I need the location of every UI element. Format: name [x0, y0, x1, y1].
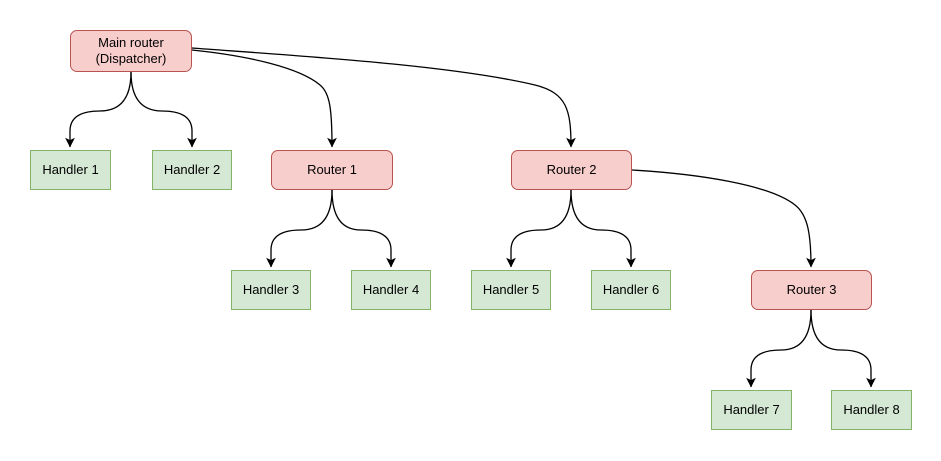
node-handler-6[interactable]: Handler 6 [591, 270, 671, 310]
node-router-3[interactable]: Router 3 [751, 270, 872, 310]
node-main-router[interactable]: Main router (Dispatcher) [70, 30, 192, 72]
node-router-2[interactable]: Router 2 [511, 150, 632, 190]
node-handler-4[interactable]: Handler 4 [351, 270, 431, 310]
edge-router-2-handler-6 [570, 189, 636, 268]
node-handler-1[interactable]: Handler 1 [30, 150, 111, 190]
node-handler-8[interactable]: Handler 8 [831, 390, 912, 430]
edge-router-1-handler-3 [266, 189, 333, 268]
node-handler-3[interactable]: Handler 3 [231, 270, 311, 310]
edge-main-router-router-1 [191, 49, 337, 148]
edge-router-3-handler-7 [746, 309, 812, 388]
edge-router-3-handler-8 [810, 309, 876, 388]
edge-main-router-handler-1 [65, 71, 132, 148]
edge-main-router-handler-2 [130, 71, 197, 148]
edge-router-2-router-3 [631, 169, 816, 268]
node-router-1[interactable]: Router 1 [271, 150, 393, 190]
edge-router-1-handler-4 [331, 189, 396, 268]
node-handler-7[interactable]: Handler 7 [711, 390, 792, 430]
node-handler-5[interactable]: Handler 5 [471, 270, 551, 310]
edge-router-2-handler-5 [506, 189, 572, 268]
edge-main-router-router-2 [191, 47, 576, 148]
node-handler-2[interactable]: Handler 2 [152, 150, 232, 190]
